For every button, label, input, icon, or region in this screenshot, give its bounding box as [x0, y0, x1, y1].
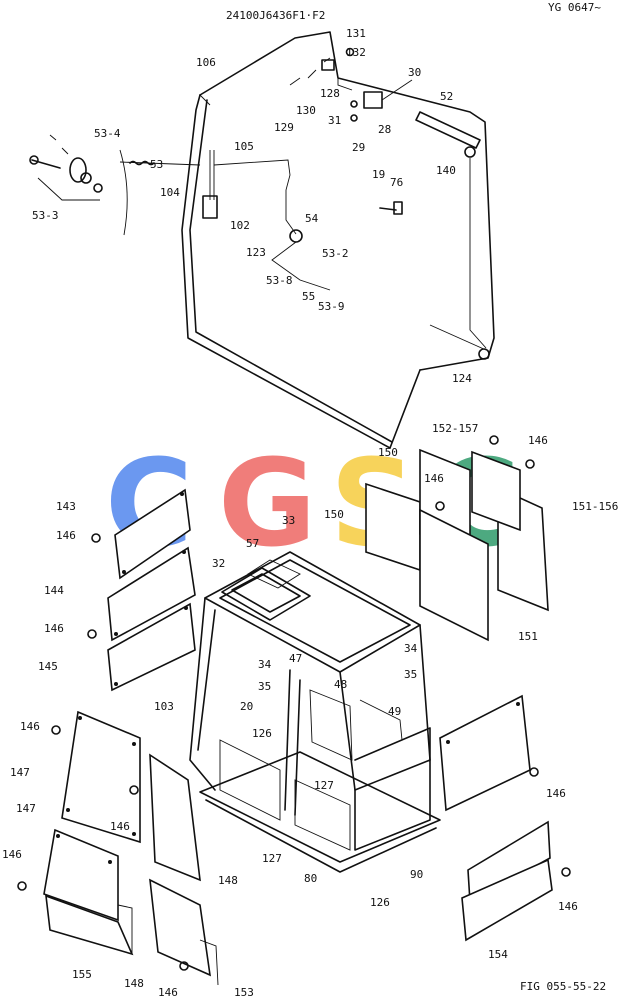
callout-127: 127: [262, 852, 282, 865]
callout-102: 102: [230, 219, 250, 232]
callout-106: 106: [196, 56, 216, 69]
panel-155: [45, 894, 134, 956]
cab-frame: [181, 31, 495, 449]
callout-123: 123: [246, 246, 266, 259]
callout-53: 53: [150, 158, 163, 171]
callout-80: 80: [304, 872, 317, 885]
callout-144: 144: [44, 584, 64, 597]
callout-130: 130: [296, 104, 316, 117]
callout-32: 32: [212, 557, 225, 570]
callout-19: 19: [372, 168, 385, 181]
callout-155: 155: [72, 968, 92, 981]
part-number: 24100J6436F1·F2: [226, 9, 325, 22]
callout-131: 131: [346, 27, 366, 40]
panel-144: [107, 546, 196, 642]
callout-124: 124: [452, 372, 472, 385]
callout-49: 49: [388, 705, 401, 718]
callout-146: 146: [56, 529, 76, 542]
callout-105: 105: [234, 140, 254, 153]
watermark-letter-2: G: [218, 435, 317, 574]
callout-153: 153: [234, 986, 254, 999]
callout-127: 127: [314, 779, 334, 792]
callout-55: 55: [302, 290, 315, 303]
callout-147: 147: [16, 802, 36, 815]
callout-35: 35: [404, 668, 417, 681]
panel-143: [114, 488, 191, 580]
callout-34: 34: [258, 658, 272, 671]
callout-151-156: 151-156: [572, 500, 618, 513]
callout-31: 31: [328, 114, 341, 127]
callout-146: 146: [546, 787, 566, 800]
callout-126: 126: [370, 896, 390, 909]
callout-29: 29: [352, 141, 365, 154]
callout-30: 30: [408, 66, 421, 79]
callout-54: 54: [305, 212, 319, 225]
panel-148-upper: [149, 753, 201, 882]
bolt-19: [379, 201, 403, 215]
door-lock-linkage: [119, 150, 331, 291]
callout-143: 143: [56, 500, 76, 513]
callout-53-8: 53-8: [266, 274, 293, 287]
callout-146: 146: [20, 720, 40, 733]
panel-147-upper: [61, 710, 141, 844]
callout-147: 147: [10, 766, 30, 779]
callout-146: 146: [110, 820, 130, 833]
panel-149-upper: [439, 694, 531, 812]
panel-145: [107, 602, 196, 692]
panel-148-lower: [149, 878, 219, 986]
callout-53-9: 53-9: [318, 300, 345, 313]
callout-146: 146: [158, 986, 178, 999]
callout-103: 103: [154, 700, 174, 713]
callout-145: 145: [38, 660, 58, 673]
callout-150: 150: [378, 446, 398, 459]
bolt-146-group: [17, 435, 571, 971]
cab-body: [189, 551, 441, 873]
latch-bracket: [289, 47, 413, 122]
panel-151: [419, 508, 489, 642]
panel-149-lower: [461, 820, 553, 942]
callout-48: 48: [334, 678, 347, 691]
callout-76: 76: [390, 176, 403, 189]
callout-146: 146: [44, 622, 64, 635]
callout-128: 128: [320, 87, 340, 100]
callout-57: 57: [246, 537, 259, 550]
callout-140: 140: [436, 164, 456, 177]
callout-20: 20: [240, 700, 253, 713]
callout-126: 126: [252, 727, 272, 740]
callout-150: 150: [324, 508, 344, 521]
callout-152-157: 152-157: [432, 422, 478, 435]
callout-104: 104: [160, 186, 180, 199]
callout-146: 146: [528, 434, 548, 447]
callout-146: 146: [558, 900, 578, 913]
callout-148: 148: [218, 874, 238, 887]
callout-90: 90: [410, 868, 423, 881]
figure-number: FIG 055-55-22: [520, 980, 606, 993]
callout-132: 132: [346, 46, 366, 59]
hinge-52: [415, 111, 490, 360]
callout-34: 34: [404, 642, 418, 655]
callout-33: 33: [282, 514, 295, 527]
callout-35: 35: [258, 680, 271, 693]
callout-52: 52: [440, 90, 453, 103]
callout-47: 47: [289, 652, 302, 665]
callout-146: 146: [424, 472, 444, 485]
callout-53-4: 53-4: [94, 127, 121, 140]
callout-146: 146: [2, 848, 22, 861]
panel-147-lower: [43, 828, 119, 922]
callout-53-3: 53-3: [32, 209, 59, 222]
callout-129: 129: [274, 121, 294, 134]
callout-28: 28: [378, 123, 391, 136]
callout-154: 154: [488, 948, 508, 961]
callout-151: 151: [518, 630, 538, 643]
handle-53-exploded: [29, 134, 128, 236]
callout-53-2: 53-2: [322, 247, 349, 260]
serial-range: YG 0647~: [548, 1, 601, 14]
callout-148: 148: [124, 977, 144, 990]
panel-151-156: [471, 450, 549, 612]
